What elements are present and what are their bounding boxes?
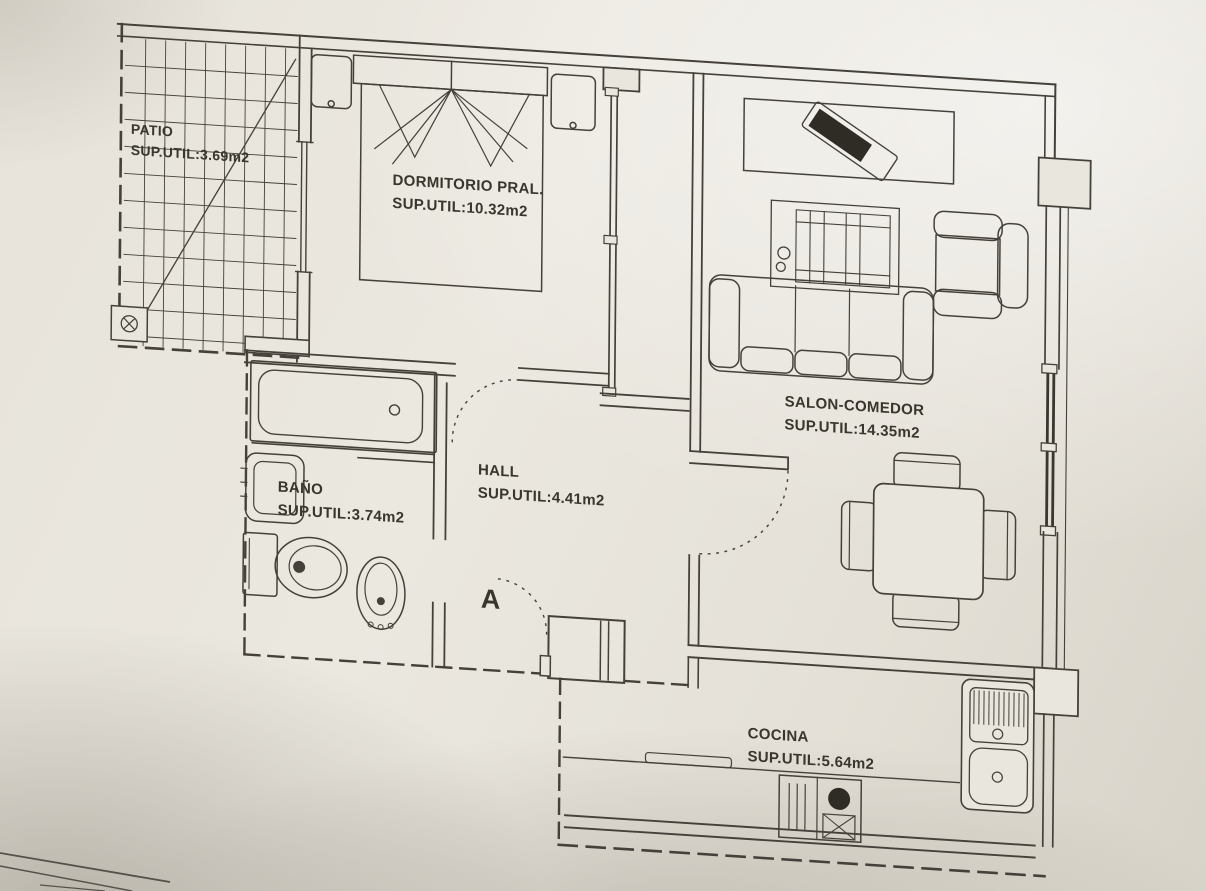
sofa-icon bbox=[708, 274, 935, 385]
nightstand-icon bbox=[310, 54, 597, 132]
tv-icon bbox=[801, 101, 898, 182]
dormitorio-door-arc bbox=[451, 379, 520, 443]
exterior-walls bbox=[116, 22, 1092, 670]
entrance-door-icon bbox=[494, 577, 626, 685]
drain-icon bbox=[110, 304, 149, 343]
tv-sideboard-icon bbox=[742, 97, 955, 185]
bathtub-icon bbox=[249, 359, 438, 464]
dormitorio-area bbox=[244, 54, 690, 443]
washbasin-icon bbox=[240, 452, 305, 525]
salon-door-arc bbox=[698, 470, 789, 555]
dining-table-icon bbox=[840, 452, 1017, 631]
bano-area bbox=[240, 349, 550, 676]
toilet-icon bbox=[242, 531, 348, 599]
kitchen-sink-icon bbox=[960, 678, 1035, 814]
bed-icon bbox=[352, 54, 549, 293]
salon-area bbox=[687, 72, 1054, 689]
stove-icon bbox=[778, 774, 863, 844]
salon-window-icon bbox=[1039, 363, 1058, 537]
hall-area bbox=[494, 577, 690, 687]
dormitorio-window-icon bbox=[602, 66, 641, 397]
patio-tile-grid bbox=[122, 39, 298, 356]
cocina-area bbox=[557, 666, 1080, 878]
media-unit-icon bbox=[769, 199, 900, 296]
bidet-icon bbox=[356, 556, 406, 631]
